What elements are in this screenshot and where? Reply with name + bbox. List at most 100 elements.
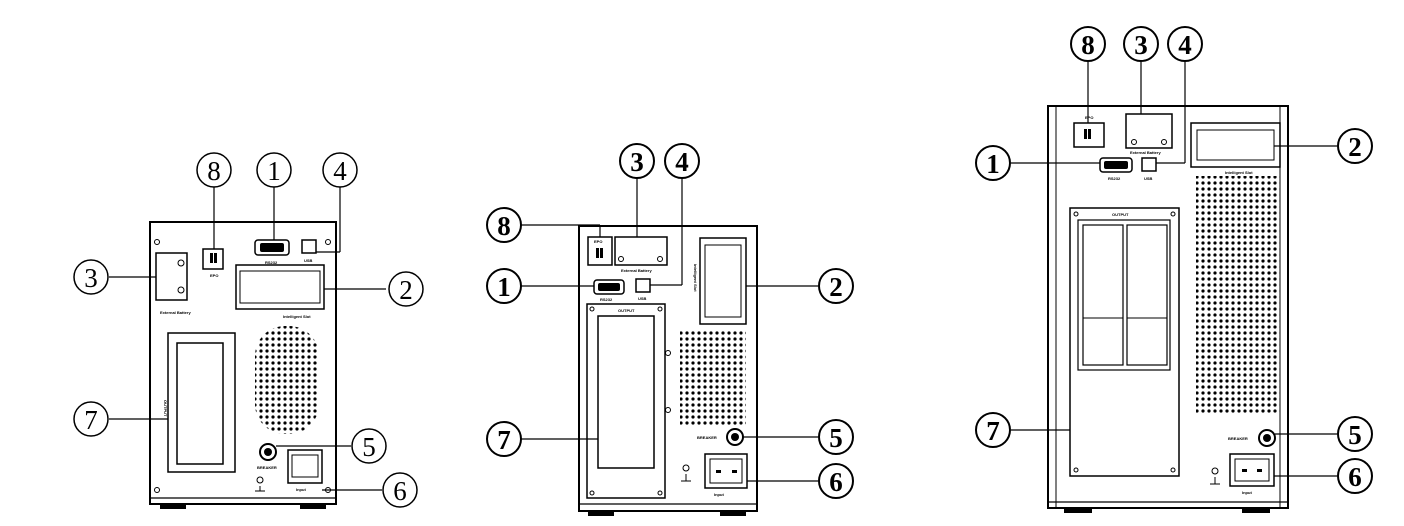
svg-text:5: 5 bbox=[829, 423, 843, 453]
svg-text:1: 1 bbox=[497, 272, 511, 302]
ground-icon bbox=[1210, 467, 1220, 485]
input-label: Input bbox=[714, 492, 724, 497]
output-socket-panel: OUTPUT bbox=[163, 332, 236, 473]
output-socket-panel: OUTPUT bbox=[586, 303, 666, 499]
input-label: Input bbox=[296, 487, 306, 492]
usb-port: USB bbox=[1141, 157, 1157, 181]
svg-text:6: 6 bbox=[1348, 462, 1362, 492]
svg-text:2: 2 bbox=[1348, 132, 1362, 162]
usb-label: USB bbox=[304, 258, 313, 263]
callout-3: 3 bbox=[1123, 26, 1159, 62]
callout-3: 3 bbox=[73, 259, 109, 295]
screw bbox=[154, 487, 160, 493]
intelligent-slot-label: Intelligent Slot bbox=[283, 314, 311, 319]
ac-input-socket: Input bbox=[1229, 453, 1275, 495]
callout-5: 5 bbox=[351, 428, 387, 464]
callout-6: 6 bbox=[818, 463, 854, 499]
intelligent-slot: Intelligent Slot bbox=[693, 237, 747, 325]
ac-input-socket: Input bbox=[287, 449, 323, 492]
callout-4: 4 bbox=[664, 143, 700, 179]
callout-1: 1 bbox=[975, 145, 1011, 181]
breaker: BREAKER bbox=[257, 443, 277, 470]
callout-6: 6 bbox=[382, 472, 418, 508]
callout-1: 1 bbox=[486, 268, 522, 304]
usb-port: USB bbox=[301, 239, 317, 263]
svg-text:6: 6 bbox=[393, 476, 407, 506]
callout-1: 1 bbox=[256, 152, 292, 188]
callout-4: 4 bbox=[1167, 26, 1203, 62]
intelligent-slot-label: Intelligent Slot bbox=[1225, 170, 1253, 175]
cabinet-foot-left bbox=[1064, 507, 1092, 513]
screw bbox=[325, 239, 331, 245]
svg-text:6: 6 bbox=[829, 467, 843, 497]
vent-grille bbox=[680, 330, 746, 426]
cabinet-foot-left bbox=[160, 503, 186, 509]
output-socket-panel: OUTPUT bbox=[1069, 207, 1180, 477]
svg-text:7: 7 bbox=[986, 416, 1000, 446]
breaker: BREAKER bbox=[1228, 429, 1276, 447]
svg-text:8: 8 bbox=[1081, 30, 1095, 60]
svg-text:7: 7 bbox=[84, 405, 98, 435]
output-label: OUTPUT bbox=[1112, 212, 1129, 217]
svg-text:5: 5 bbox=[362, 432, 376, 462]
callout-2: 2 bbox=[818, 268, 854, 304]
svg-text:1: 1 bbox=[267, 156, 281, 186]
external-battery-port: External Battery bbox=[1125, 113, 1173, 155]
epo-label: EPO bbox=[594, 239, 602, 244]
svg-text:4: 4 bbox=[1178, 30, 1192, 60]
svg-text:2: 2 bbox=[829, 272, 843, 302]
leader-lines bbox=[109, 187, 386, 491]
intelligent-slot-label: Intelligent Slot bbox=[693, 264, 698, 292]
epo-port: EPO bbox=[587, 236, 613, 266]
ups-unit-middle: EPO External Battery RS232 USB Intellige… bbox=[486, 143, 854, 516]
rs232-label: RS232 bbox=[265, 260, 278, 265]
svg-text:2: 2 bbox=[399, 275, 413, 305]
callout-2: 2 bbox=[388, 271, 424, 307]
svg-text:4: 4 bbox=[675, 147, 689, 177]
intelligent-slot: Intelligent Slot bbox=[235, 264, 325, 319]
svg-text:4: 4 bbox=[333, 156, 347, 186]
callout-5: 5 bbox=[1337, 416, 1373, 452]
svg-text:5: 5 bbox=[1348, 420, 1362, 450]
callout-3: 3 bbox=[619, 143, 655, 179]
svg-text:8: 8 bbox=[207, 156, 221, 186]
callout-4: 4 bbox=[322, 152, 358, 188]
external-battery-label: External Battery bbox=[621, 268, 652, 273]
ups-unit-left: EPO RS232 USB External Battery Intellige… bbox=[73, 152, 424, 509]
svg-text:8: 8 bbox=[497, 211, 511, 241]
usb-label: USB bbox=[1144, 176, 1153, 181]
rs232-port: RS232 bbox=[1099, 157, 1133, 181]
external-battery-label: External Battery bbox=[160, 310, 191, 315]
leader-lines bbox=[521, 178, 818, 482]
rs232-label: RS232 bbox=[600, 297, 613, 302]
vent-grille bbox=[1196, 176, 1280, 414]
breaker-label: BREAKER bbox=[257, 465, 277, 470]
callout-7: 7 bbox=[486, 421, 522, 457]
epo-label: EPO bbox=[1085, 115, 1093, 120]
rs232-label: RS232 bbox=[1108, 176, 1121, 181]
usb-label: USB bbox=[638, 296, 647, 301]
ground-icon bbox=[681, 464, 691, 482]
output-label: OUTPUT bbox=[618, 308, 635, 313]
svg-text:7: 7 bbox=[497, 425, 511, 455]
cabinet-foot-right bbox=[300, 503, 326, 509]
epo-port: EPO bbox=[202, 248, 224, 278]
ups-unit-right: EPO External Battery RS232 USB Intellige… bbox=[975, 26, 1373, 513]
svg-text:3: 3 bbox=[1134, 30, 1148, 60]
callout-2: 2 bbox=[1337, 128, 1373, 164]
rs232-port: RS232 bbox=[593, 279, 625, 302]
cabinet-foot-left bbox=[588, 510, 614, 516]
breaker-label: BREAKER bbox=[697, 435, 717, 440]
svg-text:3: 3 bbox=[84, 263, 98, 293]
cabinet-foot-right bbox=[1242, 507, 1270, 513]
epo-label: EPO bbox=[210, 273, 218, 278]
callout-8: 8 bbox=[196, 152, 232, 188]
callout-7: 7 bbox=[975, 412, 1011, 448]
callout-5: 5 bbox=[818, 419, 854, 455]
input-label: Input bbox=[1242, 490, 1252, 495]
breaker-label: BREAKER bbox=[1228, 436, 1248, 441]
external-battery-port: External Battery bbox=[614, 236, 668, 273]
callout-6: 6 bbox=[1337, 458, 1373, 494]
